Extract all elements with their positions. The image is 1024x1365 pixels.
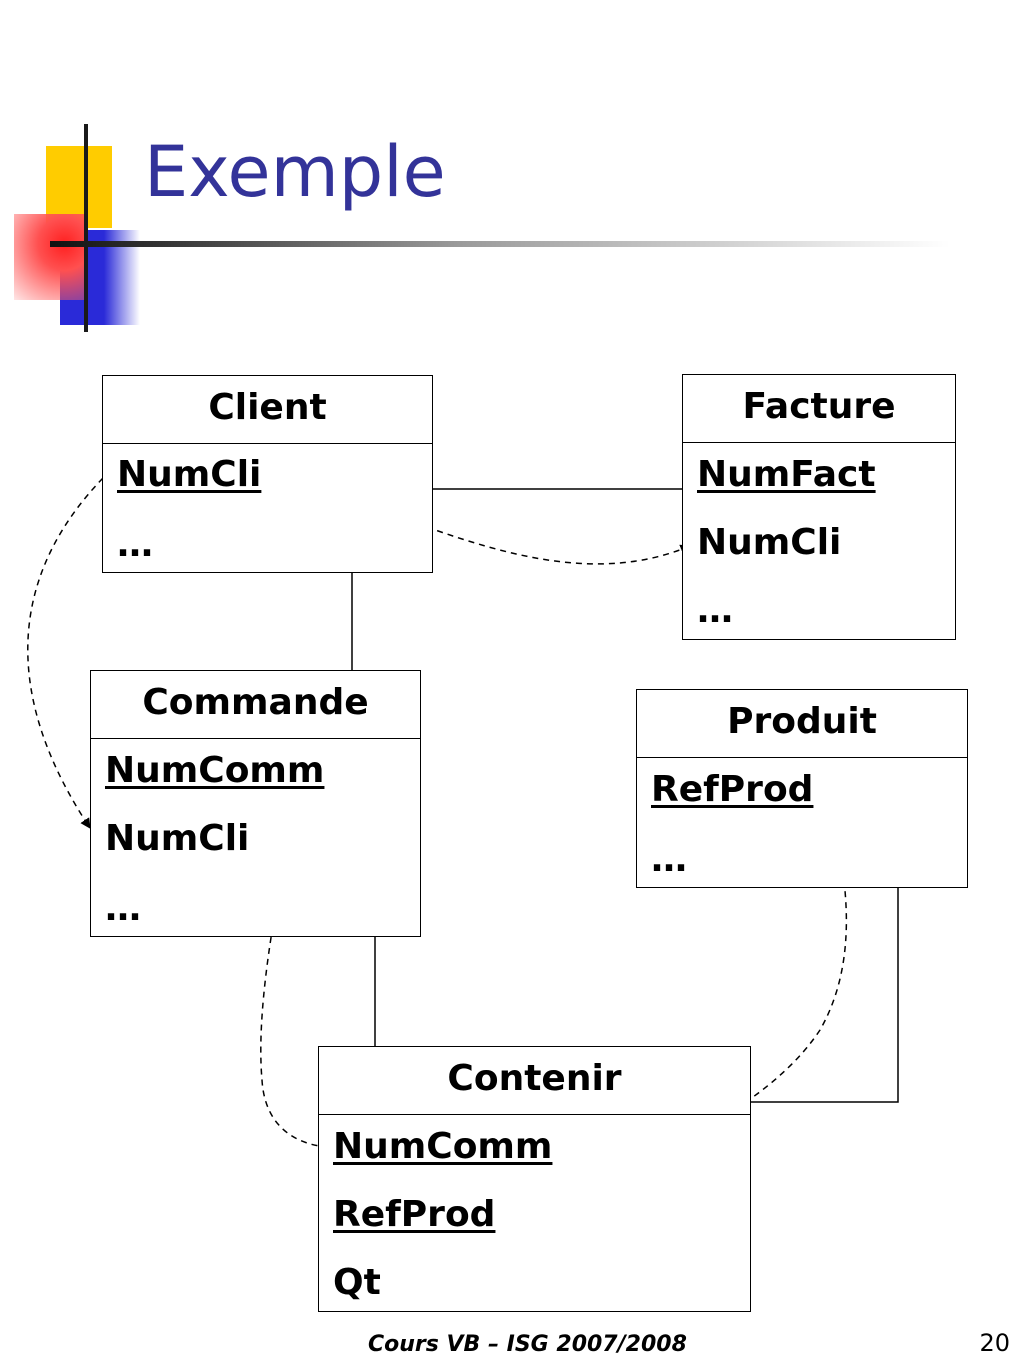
fk-arrow-client-commande [27, 477, 104, 829]
entity-commande: Commande NumComm NumCli … [90, 670, 421, 937]
attribute-ellipsis: … [117, 524, 153, 565]
entity-client-title: Client [103, 376, 432, 444]
slide-footer: Cours VB – ISG 2007/2008 [368, 1332, 687, 1357]
relation-produit-contenir [750, 887, 899, 1103]
attribute-qt: Qt [333, 1262, 381, 1303]
entity-commande-title: Commande [91, 671, 420, 739]
entity-contenir-title: Contenir [319, 1047, 750, 1115]
attribute-refprod: RefProd [333, 1194, 496, 1235]
attribute-numcli: NumCli [105, 818, 250, 859]
entity-facture: Facture NumFact NumCli … [682, 374, 956, 640]
entity-contenir: Contenir NumComm RefProd Qt [318, 1046, 751, 1312]
entity-client: Client NumCli … [102, 375, 433, 573]
slide-title: Exemple [144, 131, 446, 213]
attribute-ellipsis: … [651, 839, 687, 880]
attribute-refprod: RefProd [651, 769, 814, 810]
attribute-numfact: NumFact [697, 454, 876, 495]
attribute-numcomm: NumComm [105, 750, 325, 791]
attribute-ellipsis: … [105, 888, 141, 929]
entity-produit-title: Produit [637, 690, 967, 758]
attribute-numcomm: NumComm [333, 1126, 553, 1167]
accent-red-square [14, 214, 86, 300]
attribute-numcli: NumCli [697, 522, 842, 563]
attribute-ellipsis: … [697, 590, 733, 631]
entity-facture-title: Facture [683, 375, 955, 443]
title-underline [50, 241, 950, 247]
entity-produit: Produit RefProd … [636, 689, 968, 888]
accent-vertical-line [84, 124, 88, 332]
page-number: 20 [979, 1329, 1010, 1357]
attribute-numcli: NumCli [117, 454, 262, 495]
